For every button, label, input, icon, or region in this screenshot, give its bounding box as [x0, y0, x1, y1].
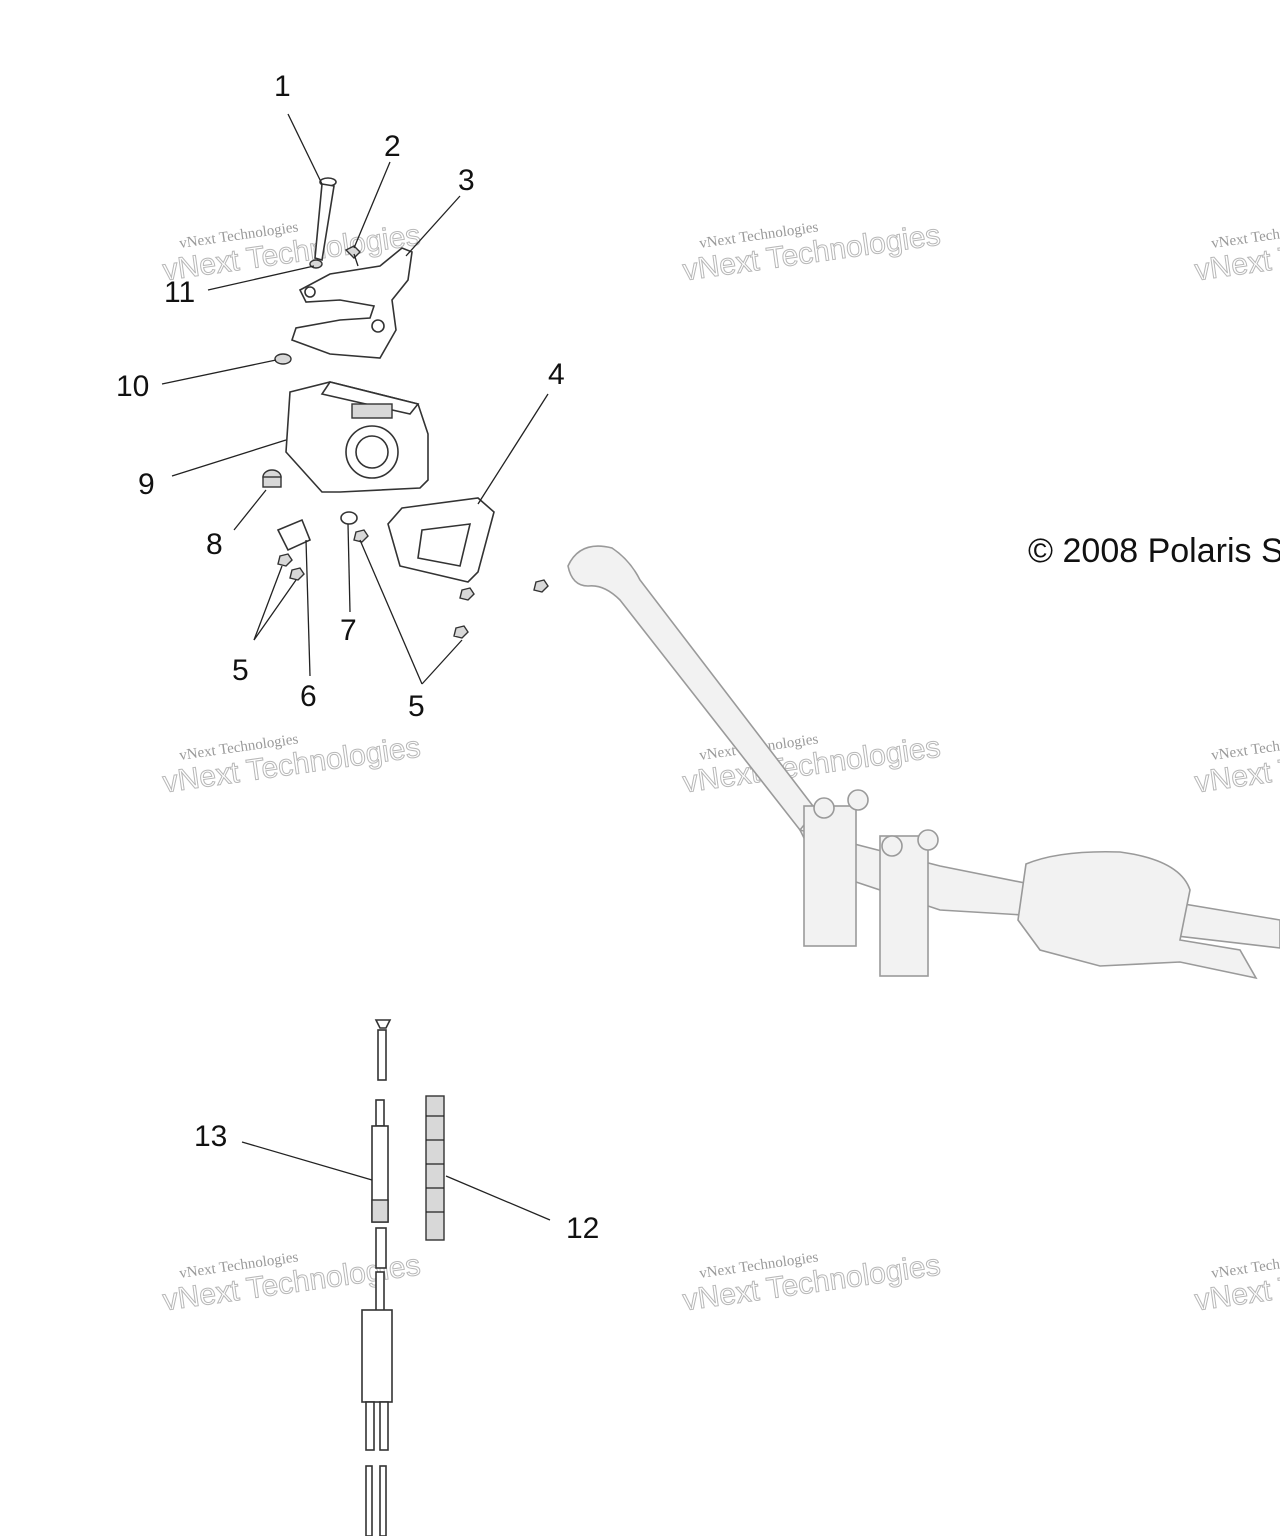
watermark-group: vNext Technologies vNext Technologies vN…: [160, 218, 1280, 1318]
callout-12: 12: [566, 1212, 599, 1245]
part-cover: [387, 497, 495, 583]
callout-1: 1: [274, 70, 291, 103]
part-screws-left: [277, 553, 305, 581]
callout-8: 8: [206, 528, 223, 561]
callout-9: 9: [138, 468, 155, 501]
callouts: 1 2 3 11 10 4 9 8 7 5 6 5 13 12: [116, 70, 599, 1245]
watermark: vNext Technologies vNext Technologies: [1192, 218, 1280, 288]
callout-6: 6: [300, 680, 317, 713]
callout-3: 3: [458, 164, 475, 197]
callout-11: 11: [164, 276, 195, 309]
watermark: vNext Technologies vNext Technologies: [1192, 1248, 1280, 1318]
watermark: vNext Technologies vNext Technologies: [680, 1248, 943, 1318]
callout-5a: 5: [232, 654, 249, 687]
part-clip: [274, 353, 292, 365]
callout-7: 7: [340, 614, 357, 647]
part-small-screw: [344, 245, 361, 267]
part-plug: [262, 469, 282, 488]
watermark: vNext Technologies vNext Technologies: [160, 730, 423, 800]
part-sleeve: [425, 1095, 445, 1241]
part-bracket: [290, 247, 413, 359]
part-plate: [276, 518, 312, 552]
part-pin: [314, 177, 337, 262]
watermark: vNext Technologies vNext Technologies: [1192, 730, 1280, 800]
part-screws-right: [453, 579, 549, 639]
callout-13: 13: [194, 1120, 227, 1153]
part-cable: [361, 1019, 393, 1536]
handlebar-assembly: [567, 545, 1280, 980]
part-washer: [340, 511, 369, 543]
callout-2: 2: [384, 130, 401, 163]
callout-4: 4: [548, 358, 565, 391]
watermark: vNext Technologies vNext Technologies: [680, 218, 943, 288]
copyright-text: © 2008 Polaris S: [1028, 532, 1280, 570]
callout-10: 10: [116, 370, 149, 403]
watermark: vNext Technologies vNext Technologies: [680, 730, 943, 800]
part-housing: [285, 381, 429, 493]
callout-5b: 5: [408, 690, 425, 723]
leader-lines: [161, 113, 551, 1221]
